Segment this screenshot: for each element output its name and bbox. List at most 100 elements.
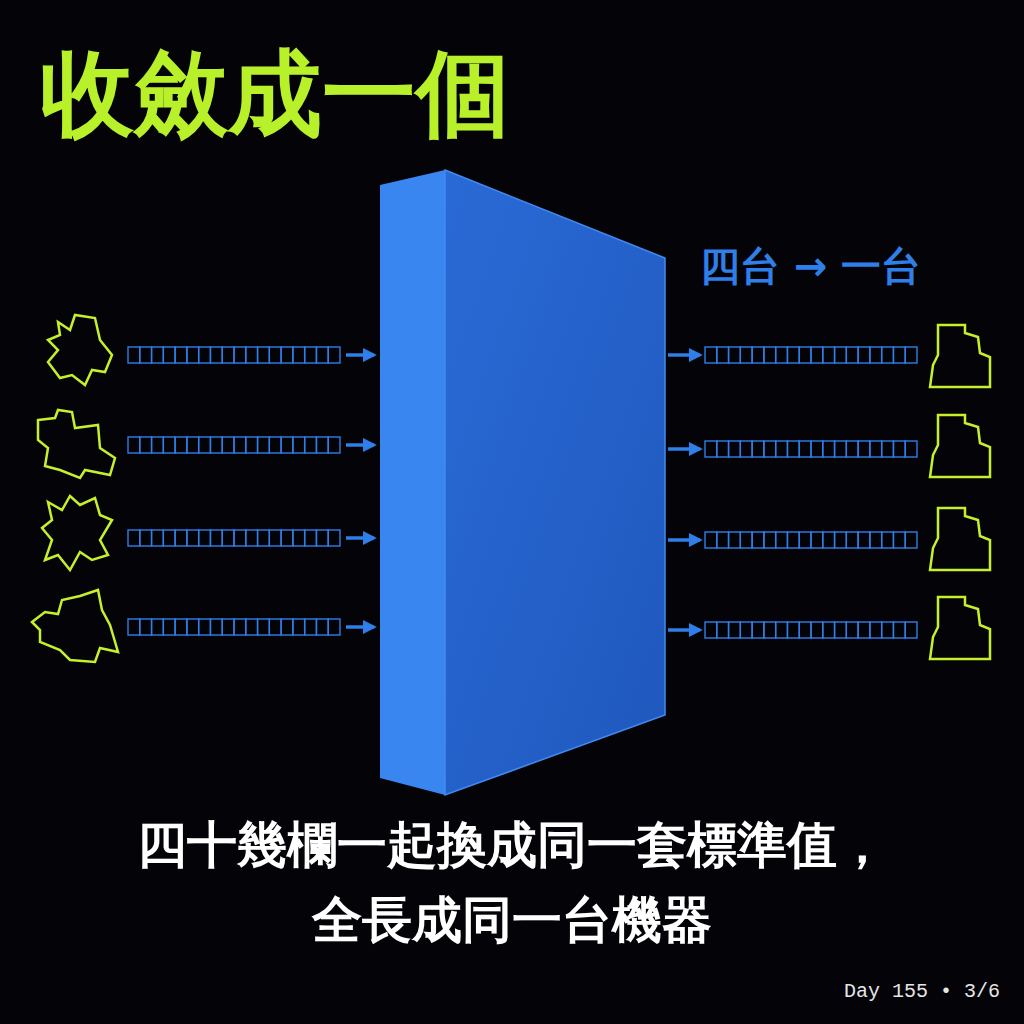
input-shape bbox=[32, 590, 118, 662]
input-shape bbox=[42, 496, 112, 570]
title: 收斂成一個 bbox=[40, 40, 660, 148]
cell bbox=[316, 619, 328, 635]
cell bbox=[152, 437, 164, 453]
input-shape bbox=[38, 410, 115, 478]
cell bbox=[717, 532, 729, 548]
cell bbox=[187, 619, 199, 635]
cell bbox=[705, 347, 717, 363]
cell bbox=[811, 622, 823, 638]
cell bbox=[764, 532, 776, 548]
page-marker: Day 155 • 3/6 bbox=[760, 980, 1000, 1004]
cell bbox=[234, 347, 246, 363]
cell bbox=[752, 622, 764, 638]
cell bbox=[199, 347, 211, 363]
cell bbox=[787, 347, 799, 363]
cell bbox=[893, 622, 905, 638]
cell bbox=[729, 532, 741, 548]
cell bbox=[128, 437, 140, 453]
cell bbox=[258, 619, 270, 635]
caption: 四十幾欄一起換成同一套標準值， 全長成同一台機器 bbox=[106, 808, 918, 958]
cell bbox=[846, 441, 858, 457]
cell bbox=[128, 347, 140, 363]
cell bbox=[305, 530, 317, 546]
cell bbox=[293, 347, 305, 363]
cell bbox=[258, 437, 270, 453]
cell bbox=[140, 619, 152, 635]
cell bbox=[140, 437, 152, 453]
cell bbox=[905, 532, 917, 548]
cell bbox=[222, 347, 234, 363]
cell bbox=[729, 622, 741, 638]
cell bbox=[187, 530, 199, 546]
cell bbox=[281, 437, 293, 453]
cell bbox=[269, 437, 281, 453]
cell-bar bbox=[128, 530, 340, 546]
cell bbox=[305, 347, 317, 363]
cell bbox=[776, 441, 788, 457]
cell bbox=[823, 532, 835, 548]
cell bbox=[740, 532, 752, 548]
cell bbox=[811, 532, 823, 548]
cell bbox=[905, 622, 917, 638]
cell bbox=[835, 347, 847, 363]
cell bbox=[905, 347, 917, 363]
cell bbox=[305, 437, 317, 453]
cell bbox=[328, 347, 340, 363]
cell-bar bbox=[128, 347, 340, 363]
cell bbox=[905, 441, 917, 457]
cell bbox=[705, 441, 717, 457]
cell bbox=[882, 347, 894, 363]
cell bbox=[870, 532, 882, 548]
cell bbox=[246, 347, 258, 363]
cell bbox=[776, 532, 788, 548]
cell bbox=[870, 347, 882, 363]
cell bbox=[870, 441, 882, 457]
cell bbox=[210, 619, 222, 635]
cell bbox=[835, 532, 847, 548]
cell bbox=[752, 347, 764, 363]
cell bbox=[199, 619, 211, 635]
cell bbox=[222, 619, 234, 635]
cell bbox=[787, 532, 799, 548]
cell bbox=[152, 347, 164, 363]
output-shape bbox=[930, 508, 990, 570]
cell bbox=[210, 437, 222, 453]
cell bbox=[858, 622, 870, 638]
cell bbox=[799, 622, 811, 638]
arrow bbox=[668, 628, 700, 632]
cell bbox=[882, 532, 894, 548]
cell bbox=[729, 347, 741, 363]
slab-front bbox=[445, 170, 665, 795]
cell bbox=[882, 441, 894, 457]
cell bbox=[823, 347, 835, 363]
output-shape bbox=[930, 415, 990, 477]
cell bbox=[882, 622, 894, 638]
cell bbox=[776, 622, 788, 638]
cell bbox=[835, 622, 847, 638]
cell bbox=[811, 347, 823, 363]
cell bbox=[293, 437, 305, 453]
cell bbox=[799, 347, 811, 363]
cell bbox=[776, 347, 788, 363]
cell bbox=[328, 530, 340, 546]
cell bbox=[293, 530, 305, 546]
cell bbox=[258, 530, 270, 546]
cell bbox=[858, 532, 870, 548]
cell bbox=[740, 622, 752, 638]
cell bbox=[717, 441, 729, 457]
cell bbox=[752, 441, 764, 457]
cell bbox=[269, 619, 281, 635]
cell bbox=[858, 347, 870, 363]
cell bbox=[222, 437, 234, 453]
cell-bar bbox=[705, 532, 917, 548]
cell bbox=[787, 622, 799, 638]
cell bbox=[740, 347, 752, 363]
cell bbox=[199, 530, 211, 546]
cell bbox=[293, 619, 305, 635]
cell bbox=[175, 347, 187, 363]
input-shape bbox=[48, 315, 112, 385]
cell bbox=[305, 619, 317, 635]
cell bbox=[269, 530, 281, 546]
cell bbox=[234, 530, 246, 546]
